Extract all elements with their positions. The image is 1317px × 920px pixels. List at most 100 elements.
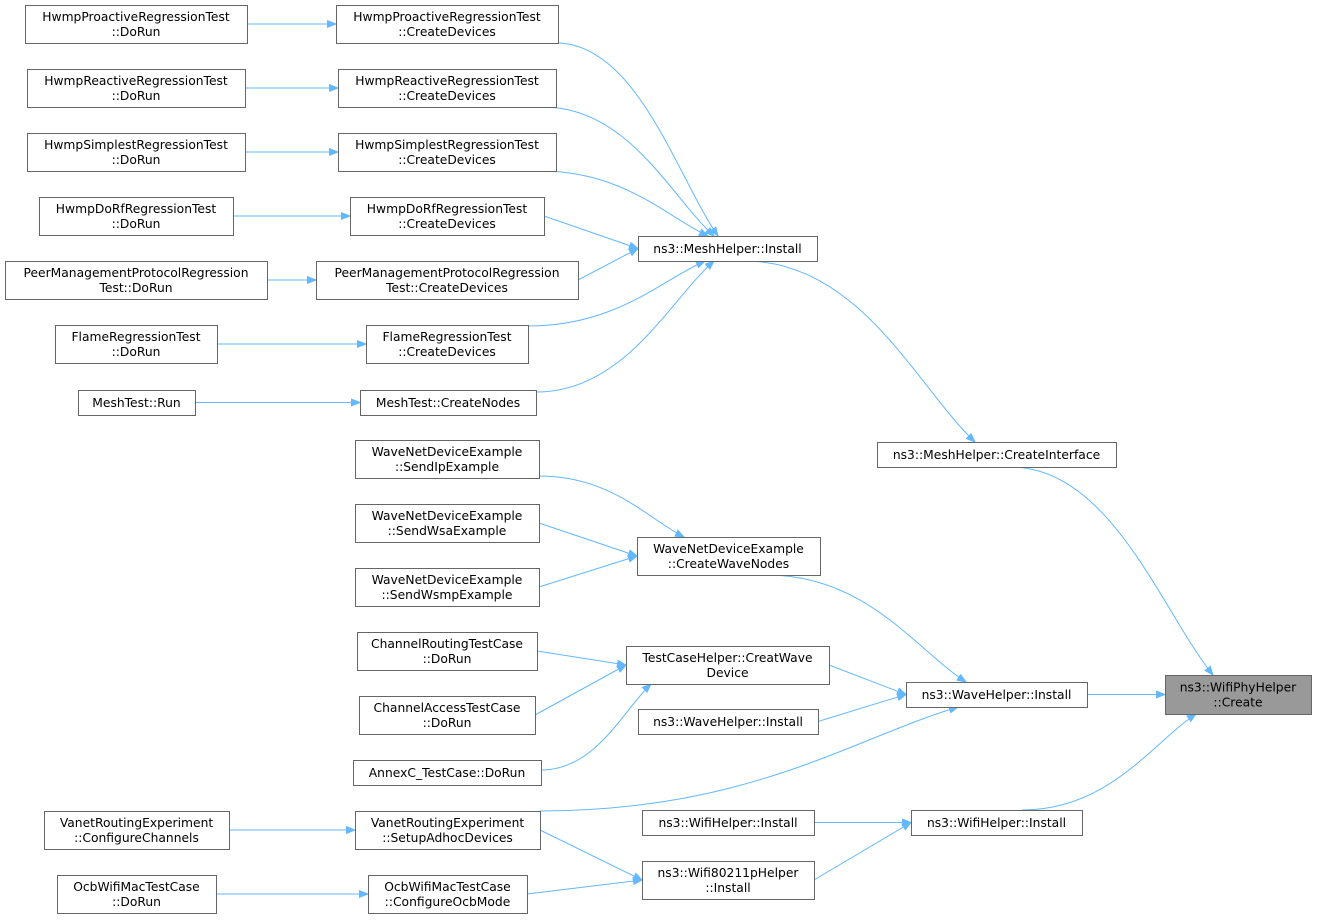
node-label-line: HwmpDoRfRegressionTest xyxy=(56,202,217,216)
node-wifihelper-install-2[interactable]: ns3::WifiHelper::Install xyxy=(642,810,815,836)
node-label-line: OcbWifiMacTestCase xyxy=(73,880,200,894)
node-hwmp-reactive-createdevices[interactable]: HwmpReactiveRegressionTest::CreateDevice… xyxy=(338,69,557,108)
edge-wifihelper-install-to-wifiphyhelper-create xyxy=(1021,714,1196,811)
nodes-layer: HwmpProactiveRegressionTest::DoRunHwmpPr… xyxy=(5,5,1312,914)
node-label-line: MeshTest::CreateNodes xyxy=(376,396,520,410)
node-box xyxy=(5,261,268,300)
node-label-line: AnnexC_TestCase::DoRun xyxy=(369,766,526,780)
node-label-line: ::SendIpExample xyxy=(395,460,499,474)
node-label-line: WaveNetDeviceExample xyxy=(372,509,523,523)
edge-channel-routing-dorun-to-testcasehelper-creatwavedevice xyxy=(536,650,626,665)
node-channel-routing-dorun[interactable]: ChannelRoutingTestCase::DoRun xyxy=(357,632,538,671)
node-label-line: PeerManagementProtocolRegression xyxy=(24,266,249,280)
node-label-line: ::DoRun xyxy=(112,25,161,39)
node-box xyxy=(25,5,248,44)
node-box xyxy=(338,69,557,108)
edge-peer-mgmt-createdevices-to-meshhelper-install xyxy=(577,249,638,281)
node-box xyxy=(366,325,529,364)
node-label-line: ns3::MeshHelper::CreateInterface xyxy=(893,448,1100,462)
node-box xyxy=(27,69,246,108)
node-label-line: ::ConfigureChannels xyxy=(74,831,199,845)
node-label-line: ::CreateDevices xyxy=(398,153,496,167)
node-label-line: HwmpSimplestRegressionTest xyxy=(44,138,228,152)
node-hwmp-dorf-createdevices[interactable]: HwmpDoRfRegressionTest::CreateDevices xyxy=(350,197,545,236)
edge-vanet-setupadhocdevices-to-wavehelper-install xyxy=(539,707,958,812)
node-label-line: ::DoRun xyxy=(112,895,161,909)
node-label-line: FlameRegressionTest xyxy=(71,330,200,344)
edge-wave-sendip-to-wave-createwavenodes xyxy=(538,475,684,537)
node-wifiphyhelper-create[interactable]: ns3::WifiPhyHelper::Create xyxy=(1165,675,1312,715)
node-wavehelper-install[interactable]: ns3::WaveHelper::Install xyxy=(906,682,1088,708)
node-label-line: MeshTest::Run xyxy=(92,396,180,410)
node-ocb-dorun[interactable]: OcbWifiMacTestCase::DoRun xyxy=(57,875,217,914)
node-peer-mgmt-createdevices[interactable]: PeerManagementProtocolRegressionTest::Cr… xyxy=(316,261,579,300)
node-wifihelper-install[interactable]: ns3::WifiHelper::Install xyxy=(911,810,1083,836)
node-box xyxy=(355,440,540,479)
node-hwmp-reactive-dorun[interactable]: HwmpReactiveRegressionTest::DoRun xyxy=(27,69,246,108)
node-label-line: WaveNetDeviceExample xyxy=(653,542,804,556)
node-hwmp-simplest-dorun[interactable]: HwmpSimplestRegressionTest::DoRun xyxy=(27,133,246,172)
node-box xyxy=(336,5,559,44)
edges-layer xyxy=(195,24,1213,894)
node-box xyxy=(642,810,815,836)
node-vanet-configurechannels[interactable]: VanetRoutingExperiment::ConfigureChannel… xyxy=(44,811,230,850)
node-label-line: HwmpReactiveRegressionTest xyxy=(355,74,539,88)
node-channel-access-dorun[interactable]: ChannelAccessTestCase::DoRun xyxy=(359,696,536,735)
node-box xyxy=(353,760,542,786)
node-meshhelper-createinterface[interactable]: ns3::MeshHelper::CreateInterface xyxy=(877,442,1117,468)
node-box xyxy=(39,197,234,236)
node-label-line: Test::CreateDevices xyxy=(385,281,508,295)
node-wifi80211p-install[interactable]: ns3::Wifi80211pHelper::Install xyxy=(642,861,815,900)
node-box xyxy=(360,390,537,416)
node-box xyxy=(44,811,230,850)
node-wave-sendwsa[interactable]: WaveNetDeviceExample::SendWsaExample xyxy=(355,504,540,543)
node-label-line: ::DoRun xyxy=(423,716,472,730)
node-hwmp-proactive-dorun[interactable]: HwmpProactiveRegressionTest::DoRun xyxy=(25,5,248,44)
node-wave-sendip[interactable]: WaveNetDeviceExample::SendIpExample xyxy=(355,440,540,479)
node-ocb-configureocbmode[interactable]: OcbWifiMacTestCase::ConfigureOcbMode xyxy=(368,875,528,914)
node-meshtest-run[interactable]: MeshTest::Run xyxy=(78,390,196,416)
node-meshtest-createnodes[interactable]: MeshTest::CreateNodes xyxy=(360,390,537,416)
node-wave-createwavenodes[interactable]: WaveNetDeviceExample::CreateWaveNodes xyxy=(637,537,821,576)
node-label-line: HwmpDoRfRegressionTest xyxy=(367,202,528,216)
node-vanet-setupadhocdevices[interactable]: VanetRoutingExperiment::SetupAdhocDevice… xyxy=(355,811,541,850)
node-flame-dorun[interactable]: FlameRegressionTest::DoRun xyxy=(55,325,218,364)
node-hwmp-simplest-createdevices[interactable]: HwmpSimplestRegressionTest::CreateDevice… xyxy=(338,133,557,172)
node-label-line: HwmpSimplestRegressionTest xyxy=(355,138,539,152)
node-label-line: ns3::WifiHelper::Install xyxy=(927,816,1066,830)
node-label-line: VanetRoutingExperiment xyxy=(371,816,525,830)
node-box xyxy=(906,682,1088,708)
node-label-line: ::CreateDevices xyxy=(398,217,496,231)
node-label-line: HwmpReactiveRegressionTest xyxy=(44,74,228,88)
node-label-line: ChannelRoutingTestCase xyxy=(371,637,523,651)
edge-ocb-configureocbmode-to-wifi80211p-install xyxy=(526,880,642,895)
edge-testcasehelper-creatwavedevice-to-wavehelper-install xyxy=(828,664,906,695)
node-label-line: ns3::Wifi80211pHelper xyxy=(658,866,800,880)
node-hwmp-dorf-dorun[interactable]: HwmpDoRfRegressionTest::DoRun xyxy=(39,197,234,236)
node-label-line: WaveNetDeviceExample xyxy=(372,445,523,459)
node-label-line: ns3::WifiPhyHelper xyxy=(1180,681,1297,695)
edge-flame-createdevices-to-meshhelper-install xyxy=(527,261,705,327)
node-box xyxy=(638,709,819,735)
node-label-line: Test::DoRun xyxy=(98,281,172,295)
node-annexc-dorun[interactable]: AnnexC_TestCase::DoRun xyxy=(353,760,542,786)
node-label-line: HwmpProactiveRegressionTest xyxy=(353,10,541,24)
node-hwmp-proactive-createdevices[interactable]: HwmpProactiveRegressionTest::CreateDevic… xyxy=(336,5,559,44)
node-label-line: FlameRegressionTest xyxy=(382,330,511,344)
node-wavehelper-install-2[interactable]: ns3::WaveHelper::Install xyxy=(638,709,819,735)
edge-meshhelper-createinterface-to-wifiphyhelper-create xyxy=(1009,466,1213,675)
edge-wave-sendwsa-to-wave-createwavenodes xyxy=(538,522,637,556)
node-box xyxy=(877,442,1117,468)
node-wave-sendwsmp[interactable]: WaveNetDeviceExample::SendWsmpExample xyxy=(355,568,540,607)
node-flame-createdevices[interactable]: FlameRegressionTest::CreateDevices xyxy=(366,325,529,364)
node-label-line: ns3::MeshHelper::Install xyxy=(653,242,801,256)
node-peer-mgmt-dorun[interactable]: PeerManagementProtocolRegressionTest::Do… xyxy=(5,261,268,300)
node-label-line: VanetRoutingExperiment xyxy=(60,816,214,830)
node-box xyxy=(642,861,815,900)
node-box xyxy=(911,810,1083,836)
node-label-line: ::DoRun xyxy=(112,89,161,103)
node-label-line: ns3::WaveHelper::Install xyxy=(922,688,1072,702)
node-label-line: OcbWifiMacTestCase xyxy=(384,880,511,894)
node-meshhelper-install[interactable]: ns3::MeshHelper::Install xyxy=(638,236,818,262)
